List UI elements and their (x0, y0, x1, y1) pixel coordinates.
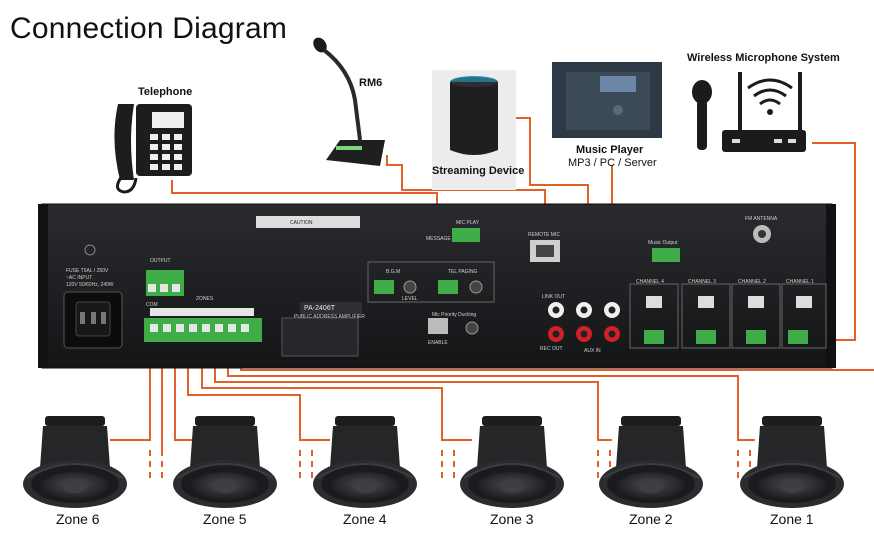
rca-jacks (548, 302, 620, 342)
paging-microphone-icon (313, 37, 385, 166)
rm6-label: RM6 (359, 77, 383, 89)
telephone-label: Telephone (138, 86, 193, 98)
wireless-mic-label: Wireless Microphone System (687, 52, 840, 64)
model-subtitle: PUBLIC ADDRESS AMPLIFIER (294, 314, 365, 320)
zone-terminal-strip (144, 308, 262, 342)
channel-1-label: CHANNEL 1 (786, 279, 814, 285)
streaming-device-icon (432, 70, 516, 190)
zone-2-label: Zone 2 (629, 511, 673, 527)
music-player-label: Music Player (576, 144, 644, 156)
zone-4-speaker-icon (312, 415, 418, 509)
zone-6-speaker-icon (22, 415, 128, 509)
zone-3-speaker-icon (459, 415, 565, 509)
zones-strip-label: ZONES (196, 296, 214, 302)
bgm-telpaging-section (367, 228, 495, 335)
mic-priority-label: Mic Priority Ducking (432, 312, 476, 318)
output-label: OUTPUT (150, 258, 171, 264)
wire-rm6 (386, 155, 546, 250)
channel-modules (629, 283, 827, 349)
streaming-device-label: Streaming Device (432, 165, 525, 177)
model-label: PA-2406T (304, 305, 336, 312)
wire-zone6 (110, 340, 151, 441)
channel-4-label: CHANNEL 4 (636, 279, 664, 285)
zone-5-label: Zone 5 (203, 511, 247, 527)
level-label: LEVEL (402, 296, 418, 302)
zone-3-label: Zone 3 (490, 511, 534, 527)
fm-antenna-port (652, 225, 771, 262)
zone-2-speaker-icon (598, 415, 704, 509)
wireless-microphone-icon (692, 72, 806, 152)
music-output-label: Music Output (648, 240, 678, 246)
power-section (63, 244, 123, 349)
com-label: COM (146, 302, 158, 308)
zone-5-speaker-icon (172, 415, 278, 509)
output-terminals (146, 270, 184, 296)
zone-1-speaker-icon (739, 415, 845, 509)
message-label: MESSAGE (426, 236, 451, 242)
remote-mic-label: REMOTE MIC (528, 232, 560, 238)
fm-antenna-label: FM ANTENNA (745, 216, 778, 222)
remote-mic-port (530, 240, 560, 262)
telephone-icon (114, 104, 192, 194)
zone-4-label: Zone 4 (343, 511, 387, 527)
zone-6-label: Zone 6 (56, 511, 100, 527)
link-out-label: LINK OUT (542, 294, 565, 300)
wire-zone5 (174, 340, 200, 441)
zone-1-label: Zone 1 (770, 511, 814, 527)
page-title: Connection Diagram (10, 12, 288, 45)
voltage-label: 120V 50/60Hz, 240W (66, 282, 114, 288)
channel-2-label: CHANNEL 2 (738, 279, 766, 285)
enable-label: ENABLE (428, 340, 448, 346)
wire-zone4 (201, 340, 472, 441)
music-player-sublabel: MP3 / PC / Server (568, 157, 657, 169)
caution-label: CAUTION (290, 220, 313, 226)
label-block (256, 216, 362, 357)
ac-input-label: ~AC INPUT (66, 275, 92, 281)
fuse-label: FUSE T6AL / 250V (66, 268, 109, 274)
bgm-label: B.G.M (386, 269, 400, 275)
amplifier-rear-panel (38, 203, 836, 369)
aux-in-label: AUX IN (584, 348, 601, 354)
wire-zone5b (187, 340, 330, 441)
channel-3-label: CHANNEL 3 (688, 279, 716, 285)
music-player-icon (552, 62, 662, 138)
rec-out-label: REC OUT (540, 346, 563, 352)
mic-play-label: MIC PLAY (456, 220, 480, 226)
tel-paging-label: TEL PAGING (448, 269, 478, 275)
